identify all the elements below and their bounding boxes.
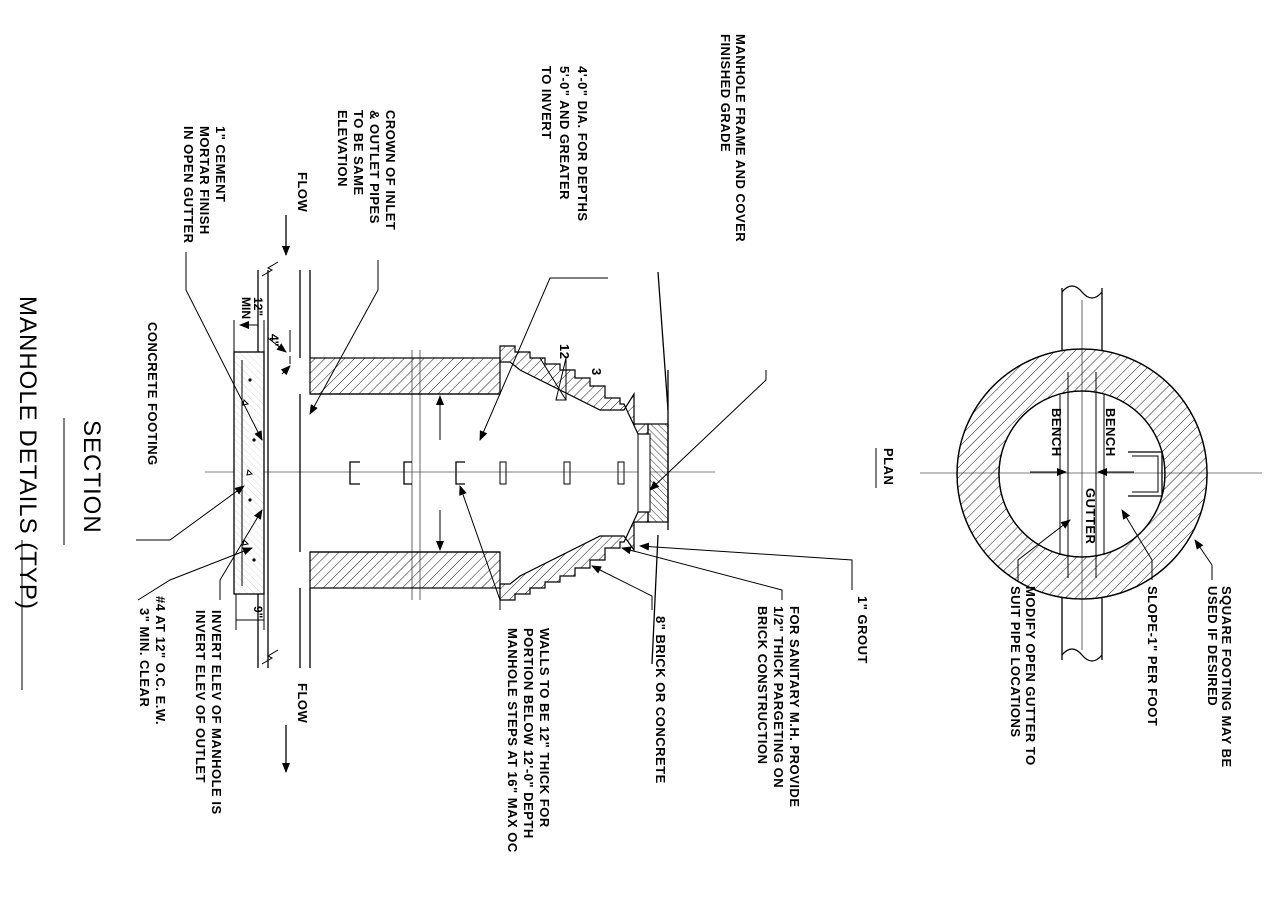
- step-1: [349, 461, 360, 485]
- section-view: MANHOLE FRAME AND COVER FINISHED GRADE 4…: [14, 34, 870, 853]
- pipe-break-inlet: [261, 261, 279, 277]
- plan-pipe-break-top: [1061, 285, 1103, 299]
- leader-brick: [591, 565, 653, 610]
- plan-step-outer: [1128, 451, 1163, 497]
- walls-line3: MANHOLE STEPS AT 16" MAX OC: [505, 628, 520, 853]
- slope-rise: 3: [589, 368, 604, 376]
- plan-step-inner: [1132, 455, 1159, 493]
- dim4-arrow-bot: [280, 365, 291, 376]
- finished-grade-line: [657, 271, 669, 411]
- frame-lip: [637, 433, 651, 513]
- slope-triangle-hyp: [539, 357, 567, 401]
- cone-wall-right: [499, 511, 649, 601]
- plan-gutter-label: GUTTER: [1083, 488, 1098, 545]
- square-footing-line2: USED IF DESIRED: [1205, 586, 1220, 706]
- flow-outlet-label: FLOW: [295, 683, 310, 723]
- plan-leader-slope: [1121, 509, 1153, 580]
- leader-grout-2: [639, 542, 853, 590]
- plan-outer-circle: [956, 348, 1208, 600]
- modify-gutter-line1: MODIFY OPEN GUTTER TO: [1023, 586, 1038, 766]
- rebar-dot-1: [248, 378, 252, 382]
- frame-cover-line2: FINISHED GRADE: [718, 34, 733, 152]
- leader-cement: [185, 252, 263, 441]
- concrete-footing-fill: [234, 352, 264, 594]
- leader-invert: [219, 509, 263, 600]
- cement-line2: MORTAR FINISH: [197, 126, 212, 235]
- plan-leader-gutter: [1017, 519, 1071, 582]
- square-footing-line1: SQUARE FOOTING MAY BE: [1219, 586, 1234, 768]
- grout-label: 1" GROUT: [855, 596, 870, 664]
- diameter-line1: 4'-0" DIA. FOR DEPTHS: [575, 66, 590, 222]
- plan-title: PLAN: [881, 448, 896, 485]
- barrel-wall-right: [309, 551, 501, 589]
- flow-inlet-label: FLOW: [295, 172, 310, 212]
- leader-sanitary: [621, 546, 783, 600]
- dim-4-label: 4": [267, 334, 281, 346]
- slope-run: 12: [557, 344, 572, 359]
- walls-line2: PORTION BELOW 12'-0" DEPTH: [521, 628, 536, 839]
- invert-line2: INVERT ELEV OF OUTLET: [193, 610, 208, 783]
- plan-pipe-break-bot: [1061, 648, 1103, 662]
- step-3: [455, 461, 465, 485]
- finished-grade-line-2: [651, 534, 659, 665]
- rebar-line1: #4 AT 12" O.C. E.W.: [153, 596, 168, 725]
- dim-min-label: MIN: [239, 297, 253, 319]
- cement-line3: IN OPEN GUTTER: [181, 126, 196, 244]
- leader-footing: [136, 485, 245, 541]
- dim-9-label: 9": [251, 606, 265, 618]
- invert-line1: INVERT ELEV OF MANHOLE IS: [209, 610, 224, 815]
- crown-line3: TO BE SAME: [351, 110, 366, 196]
- dim-12-label: 12": [251, 297, 265, 316]
- rebar-dot-4: [252, 558, 256, 562]
- plan-leader-square-footing: [1194, 539, 1213, 566]
- cone-wall-left: [499, 345, 649, 435]
- frame-cover-line1: MANHOLE FRAME AND COVER: [733, 34, 748, 242]
- leader-crown: [309, 260, 379, 415]
- plan-bench-right-label: BENCH: [1103, 408, 1118, 457]
- plan-bench-left-label: BENCH: [1049, 408, 1064, 457]
- sanitary-line2: 1/2" THICK PARGETING ON: [771, 606, 786, 788]
- step-2: [403, 461, 412, 485]
- rebar-dot-2: [252, 438, 256, 442]
- crown-line2: & OUTLET PIPES: [367, 110, 382, 224]
- brick-label: 8" BRICK OR CONCRETE: [653, 616, 668, 784]
- leader-diameter: [479, 277, 608, 441]
- concrete-footing-label: CONCRETE FOOTING: [145, 322, 160, 466]
- walls-line1: WALLS TO BE 12" THICK FOR: [537, 628, 552, 828]
- aggregate-3: [242, 538, 250, 546]
- step-5: [563, 461, 571, 485]
- barrel-wall-left: [309, 357, 501, 395]
- diameter-line3: TO INVERT: [539, 66, 554, 140]
- crown-line1: CROWN OF INLET: [383, 110, 398, 230]
- section-title: SECTION: [78, 420, 105, 534]
- slope-triangle: [555, 357, 567, 401]
- frame-cover: [647, 423, 669, 523]
- rebar-dot-3: [248, 498, 252, 502]
- crown-line4: ELEVATION: [335, 110, 350, 187]
- pipe-break-outlet: [261, 649, 279, 665]
- diameter-line2: 5'-0" AND GREATER: [557, 66, 572, 200]
- leader-rebar: [137, 547, 253, 601]
- leader-grout: [649, 370, 767, 491]
- leader-walls: [459, 485, 501, 610]
- dim4-arrow-top: [267, 337, 287, 353]
- rebar-line2: 3" MIN. CLEAR: [137, 608, 152, 707]
- sanitary-line3: BRICK CONSTRUCTION: [755, 606, 770, 765]
- slope-label: SLOPE-1" PER FOOT: [1145, 586, 1160, 726]
- sanitary-line1: FOR SANITARY M.H. PROVIDE: [787, 606, 802, 808]
- step-6: [617, 461, 625, 485]
- cement-line1: 1" CEMENT: [213, 126, 228, 202]
- aggregate-2: [246, 468, 254, 476]
- plan-view: BENCH BENCH GUTTER PLAN SQUARE FOOTING M…: [875, 285, 1262, 768]
- step-4: [499, 461, 507, 485]
- details-title: MANHOLE DETAILS (TYP): [14, 296, 41, 610]
- plan-inner-circle: [998, 390, 1166, 558]
- modify-gutter-line2: SUIT PIPE LOCATIONS: [1008, 586, 1023, 738]
